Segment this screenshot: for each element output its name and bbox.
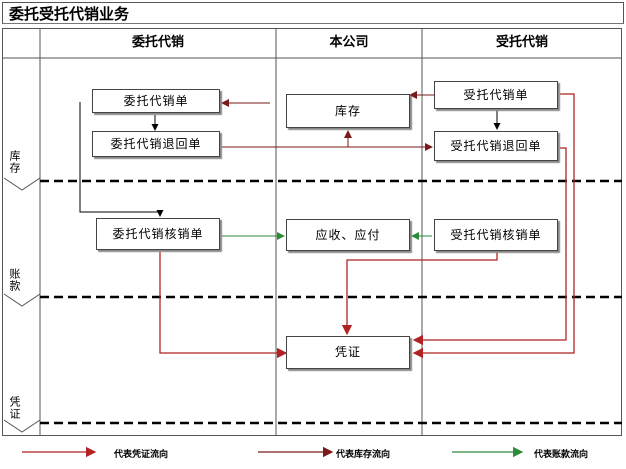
inventory-flow-lines (221, 91, 436, 151)
column-header-company: 本公司 (329, 35, 369, 50)
lane-label-accounts: 账款 (8, 268, 21, 292)
voucher-box: 凭证 (286, 336, 410, 369)
voucher-flow-lines (159, 93, 575, 359)
legend-account-flow: 代表账款流向 (534, 450, 589, 460)
entrusted-settle-doc-box: 受托代销核销单 (434, 219, 558, 251)
lane-label-inventory: 库存 (8, 150, 21, 174)
legend-inventory-flow: 代表库存流向 (336, 450, 391, 460)
grid-lines (2, 28, 622, 436)
consign-settle-doc-box: 委托代销核销单 (96, 218, 220, 250)
diagram-title: 委托受托代销业务 (2, 2, 624, 24)
column-header-consign: 委托代销 (131, 35, 184, 50)
black-flow-lines (79, 102, 501, 217)
legend-voucher-flow: 代表凭证流向 (114, 450, 169, 460)
entrusted-sales-doc-box: 受托代销单 (434, 81, 558, 109)
inventory-box: 库存 (286, 94, 410, 128)
lane-dividers (40, 179, 622, 425)
entrusted-return-doc-box: 受托代销退回单 (434, 131, 558, 161)
consign-sales-doc-box: 委托代销单 (92, 89, 220, 113)
lane-label-voucher: 凭证 (8, 396, 21, 420)
consign-return-doc-box: 委托代销退回单 (92, 131, 220, 157)
lane-chevrons (3, 177, 41, 433)
swimlane-frame (2, 28, 622, 436)
column-header-entrusted: 受托代销 (495, 35, 548, 50)
receivable-payable-box: 应收、应付 (286, 219, 410, 251)
